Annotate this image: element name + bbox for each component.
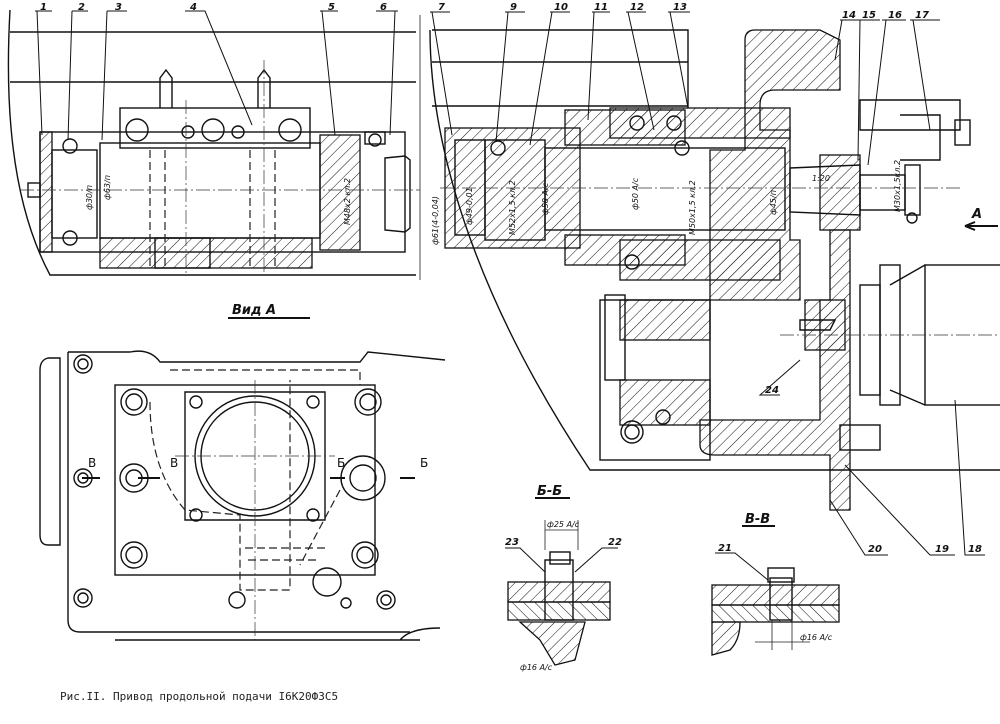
callout-12: 12 bbox=[630, 2, 644, 13]
dim-50: ф50 А/с bbox=[631, 177, 640, 210]
callout-14: 14 bbox=[842, 10, 856, 21]
callouts-right-top: 7 9 10 11 12 13 14 15 16 17 bbox=[430, 2, 940, 166]
callout-7: 7 bbox=[438, 2, 445, 13]
section-b-b-dim: ф25 А/с bbox=[547, 520, 580, 529]
callout-3: 3 bbox=[115, 2, 122, 13]
dim-m50: M50х1,5 кл.2 bbox=[688, 180, 697, 235]
view-a-title: Вид А bbox=[232, 303, 276, 318]
callout-4: 4 bbox=[189, 2, 197, 13]
callouts-left: 1 2 3 4 5 6 bbox=[35, 2, 398, 141]
dim-m30: M30х1,5кл.2 bbox=[893, 160, 902, 212]
callout-19: 19 bbox=[935, 544, 949, 555]
callout-18: 18 bbox=[968, 544, 982, 555]
callout-23: 23 bbox=[505, 537, 519, 548]
left-shaft-section: ф30/п ф63/п M48х2 кл.2 bbox=[7, 9, 421, 280]
callout-2: 2 bbox=[78, 2, 85, 13]
view-arrow-label: А bbox=[971, 207, 982, 222]
section-b-b: Б-Б ф25 А/с ф16 А/с 23 22 bbox=[505, 484, 622, 672]
callout-15: 15 bbox=[862, 10, 876, 21]
main-shaft-section: ф61(4-0,04) ф49-0,01 M52х1,5 кл.2 ф58 А/… bbox=[429, 29, 1000, 511]
dim-m52: M52х1,5 кл.2 bbox=[508, 180, 517, 235]
dim-49: ф49-0,01 bbox=[465, 187, 474, 225]
section-mark-v-left: В bbox=[88, 456, 96, 470]
callout-6: 6 bbox=[380, 2, 387, 13]
view-a-drawing: В В Б Б bbox=[39, 350, 446, 641]
callout-21: 21 bbox=[718, 543, 732, 554]
dim-63: ф63/п bbox=[103, 175, 112, 200]
section-v-v: В-В ф16 А/с 21 bbox=[711, 512, 840, 656]
dim-m48: M48х2 кл.2 bbox=[343, 178, 352, 225]
section-v-v-dim: ф16 А/с bbox=[800, 633, 833, 642]
dim-45: ф45/п bbox=[769, 190, 778, 215]
callout-11: 11 bbox=[594, 2, 608, 13]
callout-9: 9 bbox=[510, 2, 517, 13]
callout-1: 1 bbox=[40, 2, 47, 13]
section-mark-b-right: Б bbox=[420, 456, 428, 470]
callout-20: 20 bbox=[868, 544, 882, 555]
callout-16: 16 bbox=[888, 10, 902, 21]
callout-10: 10 bbox=[554, 2, 568, 13]
section-b-b-dim-bottom: ф16 А/с bbox=[520, 663, 553, 672]
section-mark-v-right: В bbox=[170, 456, 178, 470]
callouts-right-bottom: 18 19 20 24 bbox=[758, 359, 985, 556]
view-a-bolts bbox=[73, 354, 396, 610]
callout-13: 13 bbox=[673, 2, 687, 13]
callout-5: 5 bbox=[328, 2, 335, 13]
callout-24: 24 bbox=[765, 385, 779, 396]
dim-30: ф30/п bbox=[85, 185, 94, 210]
dim-61: ф61(4-0,04) bbox=[431, 196, 440, 245]
callout-17: 17 bbox=[915, 10, 929, 21]
section-mark-b-left: Б bbox=[337, 456, 345, 470]
section-b-b-title: Б-Б bbox=[537, 484, 562, 499]
dim-58: ф58 А/с bbox=[541, 182, 550, 215]
figure-caption: Рис.II. Привод продольной подачи I6К20Ф3… bbox=[60, 690, 338, 703]
section-v-v-title: В-В bbox=[745, 512, 770, 527]
dim-taper: 1:20 bbox=[812, 174, 830, 183]
callout-22: 22 bbox=[608, 537, 622, 548]
